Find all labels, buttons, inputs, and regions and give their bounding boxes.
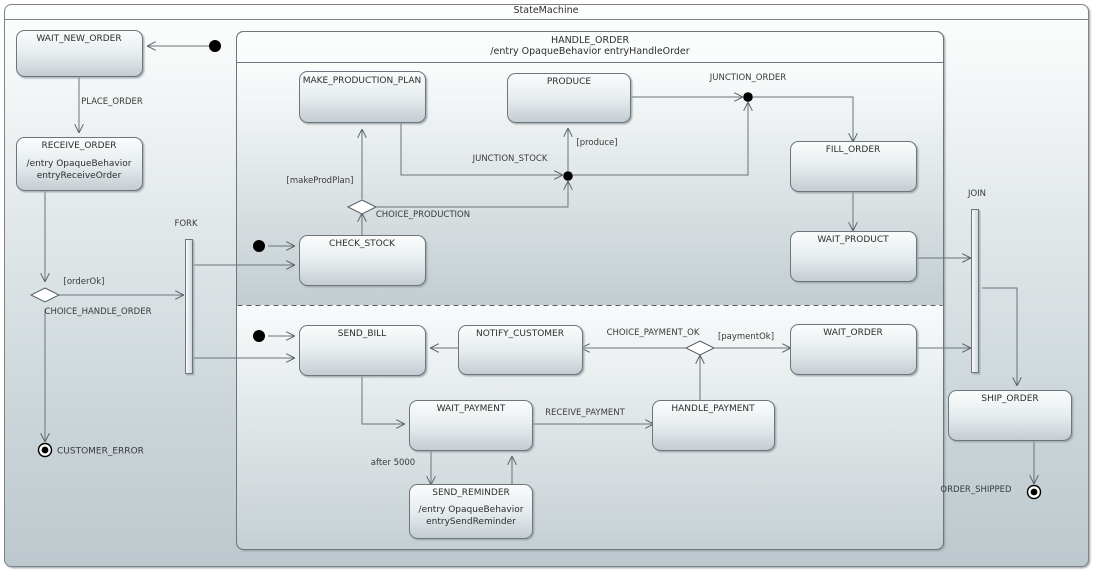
final-label: ORDER_SHIPPED [940, 485, 1012, 495]
state-title: WAIT_ORDER [823, 328, 882, 338]
initial-state-root[interactable] [209, 40, 221, 52]
state-wait-order[interactable]: WAIT_ORDER [790, 324, 917, 375]
pseudostate-fork[interactable]: FORK [174, 219, 198, 374]
state-box [299, 235, 426, 286]
final-dot [1030, 488, 1038, 496]
transition-label-order-ok: [orderOk] [64, 277, 105, 287]
state-entry-line-1: /entry OpaqueBehavior [419, 505, 524, 515]
state-box [790, 231, 917, 282]
state-entry-line-2: entryReceiveOrder [37, 171, 122, 181]
state-entry-line-1: /entry OpaqueBehavior [27, 159, 132, 169]
state-title: WAIT_NEW_ORDER [36, 34, 121, 44]
state-title: SHIP_ORDER [981, 394, 1038, 404]
state-box [458, 325, 583, 375]
state-handle-payment[interactable]: HANDLE_PAYMENT [652, 400, 775, 451]
pseudostate-junction-order[interactable]: JUNCTION_ORDER [709, 73, 787, 102]
state-box [409, 400, 533, 451]
state-wait-new-order[interactable]: WAIT_NEW_ORDER [16, 30, 143, 77]
composite-name: HANDLE_ORDER [551, 35, 630, 46]
edge-make-prod-plan-to-junction-stock [400, 123, 562, 175]
state-title: HANDLE_PAYMENT [671, 404, 755, 414]
transition-label-place-order: PLACE_ORDER [81, 97, 143, 107]
transition-label-produce: [produce] [576, 138, 617, 148]
state-title: WAIT_PAYMENT [437, 404, 506, 414]
state-title: RECEIVE_ORDER [41, 141, 116, 151]
edge-junction-order-to-fill-order [753, 96, 853, 141]
final-state-customer-error[interactable]: CUSTOMER_ERROR [37, 442, 144, 458]
state-box [790, 324, 917, 375]
state-title: FILL_ORDER [826, 145, 881, 155]
state-title: MAKE_PRODUCTION_PLAN [303, 76, 422, 86]
choice-label: CHOICE_PRODUCTION [376, 210, 470, 220]
join-label: JOIN [967, 189, 986, 199]
state-notify-customer[interactable]: NOTIFY_CUSTOMER [458, 325, 583, 375]
junction-label: JUNCTION_ORDER [709, 73, 787, 83]
edge-junction-stock-to-junction-order [573, 103, 748, 176]
initial-dot [253, 330, 265, 342]
choice-diamond [684, 340, 716, 356]
state-box [299, 71, 426, 123]
state-ship-order[interactable]: SHIP_ORDER [948, 390, 1072, 441]
state-title: SEND_BILL [338, 329, 386, 339]
state-produce[interactable]: PRODUCE [507, 73, 631, 123]
state-box [409, 484, 533, 539]
state-box [16, 30, 143, 77]
edge-choice-production-to-junction-stock [375, 182, 568, 208]
state-title: CHECK_STOCK [329, 239, 396, 249]
junction-dot [743, 92, 753, 102]
state-box [790, 141, 917, 192]
edge-join-to-ship-order [982, 287, 1017, 385]
state-send-bill[interactable]: SEND_BILL [299, 325, 426, 376]
choice-diamond [346, 199, 378, 215]
state-box [652, 400, 775, 451]
transition-label-make-prod-plan: [makeProdPlan] [287, 176, 354, 186]
state-box [299, 325, 426, 376]
initial-dot [209, 40, 221, 52]
state-box [507, 73, 631, 123]
junction-dot [563, 171, 573, 181]
state-box [16, 137, 143, 191]
initial-state-top-region[interactable] [253, 240, 265, 252]
state-send-reminder[interactable]: SEND_REMINDER /entry OpaqueBehavior entr… [409, 484, 533, 539]
initial-state-bottom-region[interactable] [253, 330, 265, 342]
composite-entry: /entry OpaqueBehavior entryHandleOrder [490, 46, 689, 57]
state-fill-order[interactable]: FILL_ORDER [790, 141, 917, 192]
pseudostate-choice-handle-order[interactable]: CHOICE_HANDLE_ORDER [29, 287, 152, 317]
choice-label: CHOICE_PAYMENT_OK [607, 328, 700, 338]
state-receive-order[interactable]: RECEIVE_ORDER /entry OpaqueBehavior entr… [16, 137, 143, 191]
state-title: SEND_REMINDER [432, 488, 510, 498]
fork-label: FORK [174, 219, 197, 229]
state-check-stock[interactable]: CHECK_STOCK [299, 235, 426, 286]
state-wait-payment[interactable]: WAIT_PAYMENT [409, 400, 533, 451]
choice-diamond [29, 287, 61, 303]
pseudostate-junction-stock[interactable]: JUNCTION_STOCK [472, 154, 573, 181]
join-bar [971, 209, 979, 373]
pseudostate-choice-payment-ok[interactable]: CHOICE_PAYMENT_OK [607, 328, 716, 356]
transition-label-after-5000: after 5000 [371, 458, 415, 468]
state-entry-line-2: entrySendReminder [426, 517, 516, 527]
final-dot [41, 446, 49, 454]
choice-label: CHOICE_HANDLE_ORDER [45, 307, 152, 317]
edge-send-bill-to-wait-payment [361, 376, 404, 424]
composite-border-overlay [236, 31, 944, 550]
state-title: NOTIFY_CUSTOMER [476, 329, 564, 339]
state-make-production-plan[interactable]: MAKE_PRODUCTION_PLAN [299, 71, 426, 123]
final-state-order-shipped[interactable]: ORDER_SHIPPED [940, 484, 1042, 500]
state-wait-product[interactable]: WAIT_PRODUCT [790, 231, 917, 282]
transitions-layer [45, 46, 1034, 484]
transition-label-payment-ok: [paymentOk] [718, 332, 774, 342]
transition-label-receive-payment: RECEIVE_PAYMENT [545, 408, 626, 418]
state-box [948, 390, 1072, 441]
final-label: CUSTOMER_ERROR [57, 447, 144, 457]
state-title: PRODUCE [547, 77, 592, 87]
pseudostate-choice-production[interactable]: CHOICE_PRODUCTION [346, 199, 470, 220]
state-title: WAIT_PRODUCT [817, 235, 889, 245]
junction-label: JUNCTION_STOCK [472, 154, 548, 164]
frame-title: StateMachine [514, 5, 579, 16]
transition-labels-layer: PLACE_ORDER [orderOk] [makeProdPlan] [pr… [64, 97, 775, 468]
initial-dot [253, 240, 265, 252]
pseudostate-join[interactable]: JOIN [967, 189, 986, 373]
fork-bar [185, 239, 193, 374]
